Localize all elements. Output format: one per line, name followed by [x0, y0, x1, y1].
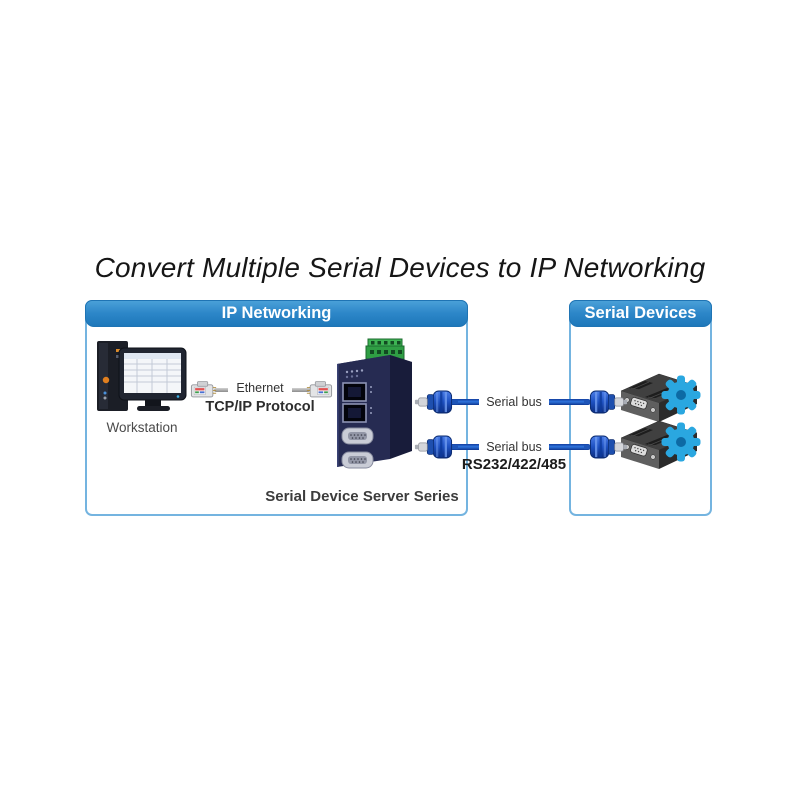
db9-connector-icon	[584, 432, 628, 462]
db9-ports	[341, 427, 374, 469]
serial-bus-label-2: Serial bus	[479, 440, 549, 455]
terminal-block	[365, 338, 405, 360]
serial-device-server-icon	[337, 338, 412, 469]
rj45-connector-icon	[305, 379, 333, 400]
workstation-label: Workstation	[106, 420, 178, 435]
ethernet-label: Ethernet	[228, 381, 292, 395]
db9-connector-icon	[414, 387, 458, 417]
ip-networking-header: IP Networking	[85, 300, 468, 327]
server-series-label: Serial Device Server Series	[265, 488, 459, 505]
serial-bus-label-1: Serial bus	[479, 395, 549, 410]
rs232-standard-label: RS232/422/485	[461, 456, 567, 473]
db9-connector-icon	[584, 387, 628, 417]
rj45-ports	[342, 382, 372, 423]
rj45-connector-icon	[190, 379, 218, 400]
serial-devices-header: Serial Devices	[569, 300, 712, 327]
workstation-icon	[97, 341, 187, 411]
serial-device-icon	[616, 417, 706, 473]
diagram-title: Convert Multiple Serial Devices to IP Ne…	[94, 252, 706, 283]
monitor	[118, 347, 187, 411]
tcpip-protocol-label: TCP/IP Protocol	[205, 399, 315, 415]
